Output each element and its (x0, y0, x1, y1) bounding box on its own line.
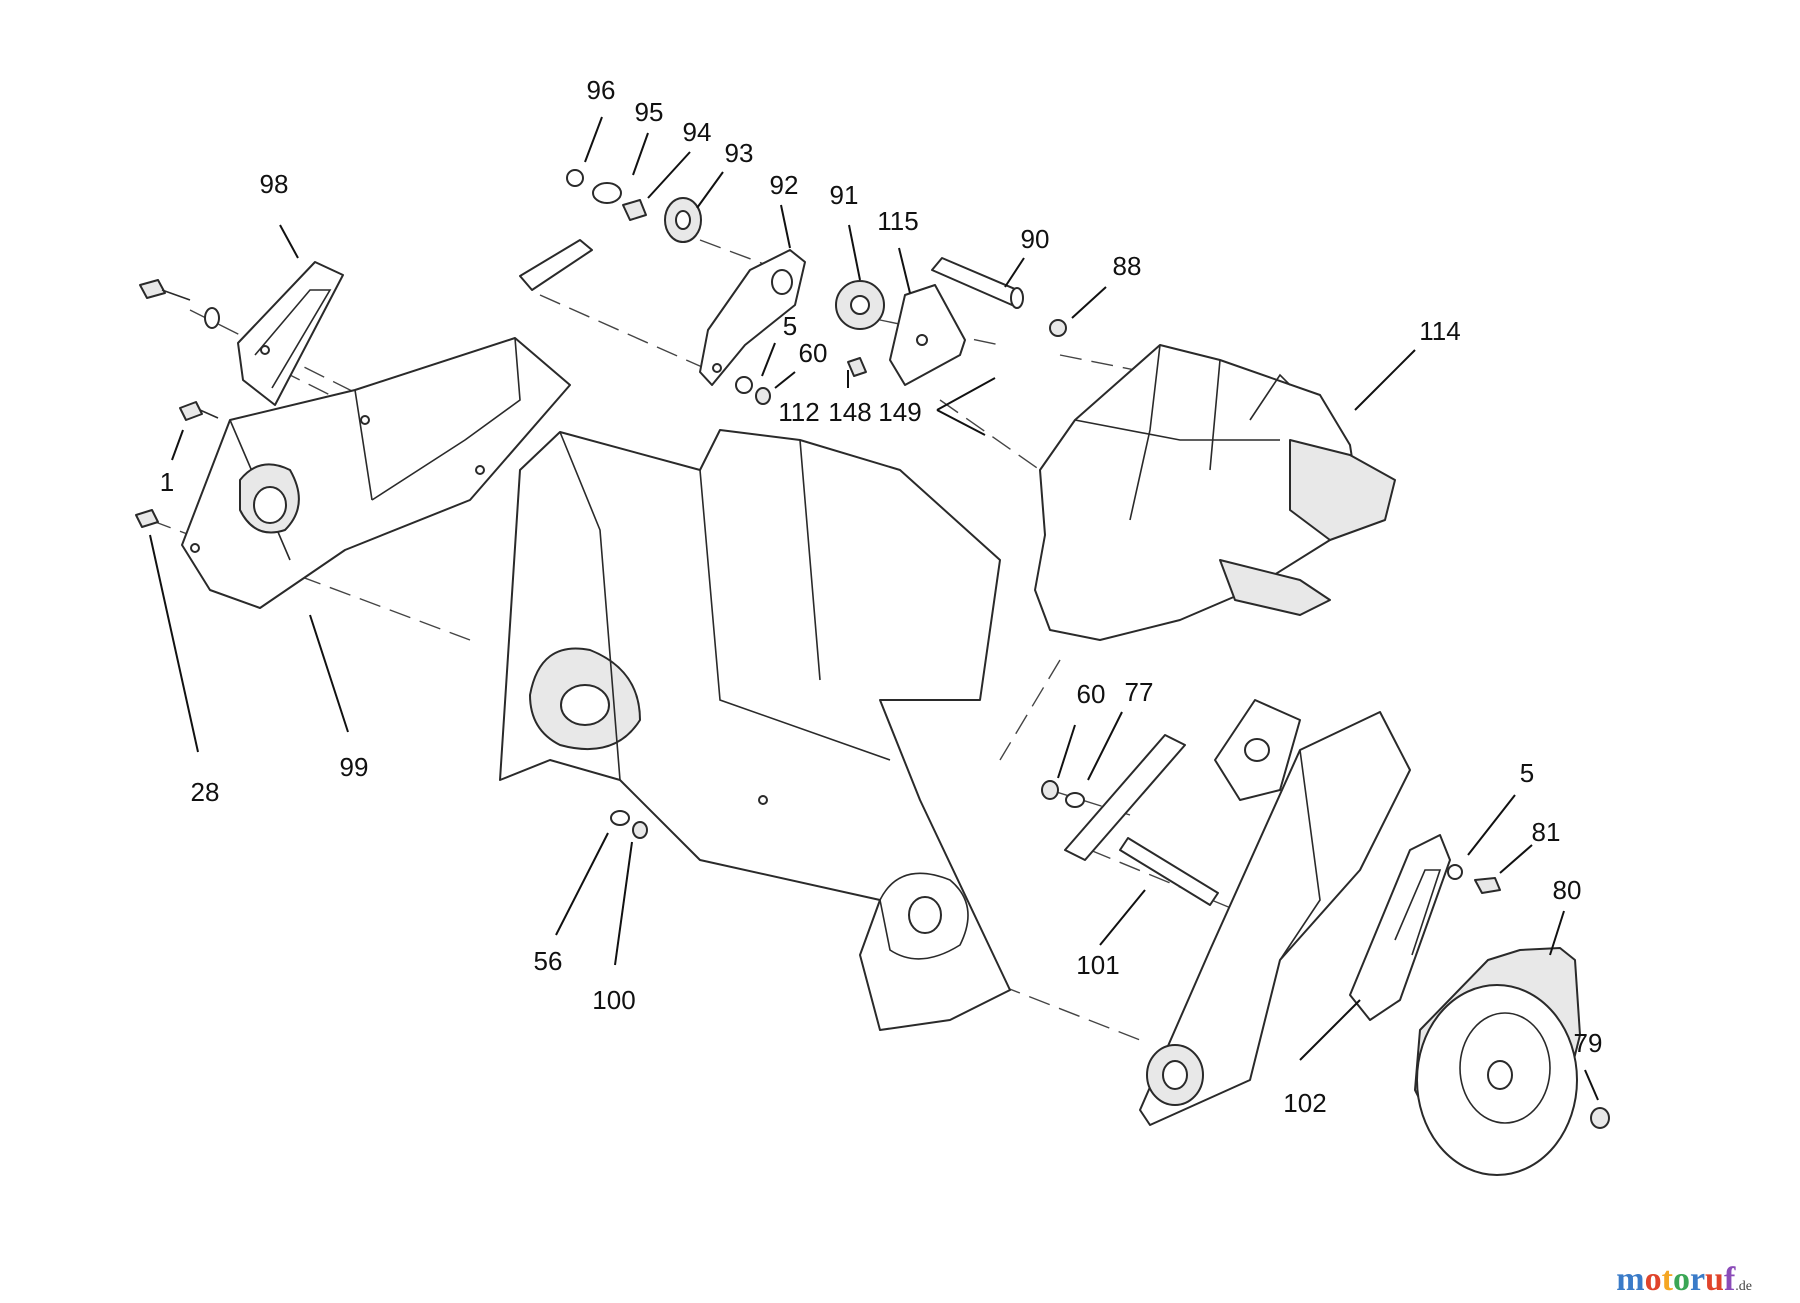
callout-56: 56 (534, 946, 563, 976)
callout-99: 99 (340, 752, 369, 782)
part-115-plate (847, 284, 966, 386)
callout-98: 98 (260, 169, 289, 199)
hardware-5-81 (1447, 864, 1501, 894)
part-79-cap (1590, 1107, 1610, 1129)
callout-5b: 5 (1520, 758, 1534, 788)
callout-80: 80 (1553, 875, 1582, 905)
callout-92: 92 (770, 170, 799, 200)
callout-115: 115 (877, 206, 918, 236)
part-102-side-plate (1139, 711, 1411, 1126)
watermark-letter-o2: o (1672, 1261, 1690, 1298)
part-114-engine (1034, 344, 1396, 641)
callout-88: 88 (1113, 251, 1142, 281)
callout-91: 91 (830, 180, 859, 210)
motor-mount (1214, 699, 1301, 801)
callout-90: 90 (1021, 224, 1050, 254)
callout-94: 94 (683, 117, 712, 147)
leader-lines (149, 116, 1599, 1101)
callout-60: 60 (799, 338, 828, 368)
bolt-hardware-1-28 (135, 401, 219, 528)
motoruf-watermark-logo: motoruf.de (1616, 1261, 1752, 1299)
hardware-56-100 (610, 810, 648, 839)
part-88-nut (1049, 319, 1067, 337)
callout-148: 148 (828, 397, 871, 427)
callout-101: 101 (1076, 950, 1119, 980)
part-91-gear (835, 280, 885, 330)
part-98-bracket (237, 261, 344, 406)
callout-102: 102 (1283, 1088, 1326, 1118)
part-90-shaft (931, 257, 1024, 309)
callout-112: 112 (778, 397, 819, 427)
part-92-arm (699, 249, 806, 386)
part-101-rod (1119, 837, 1219, 906)
callout-93: 93 (725, 138, 754, 168)
callout-28: 28 (191, 777, 220, 807)
watermark-letter-m: m (1616, 1261, 1645, 1298)
auger-housing (499, 429, 1011, 1031)
callout-5: 5 (783, 311, 797, 341)
callout-149: 149 (878, 397, 921, 427)
callout-77: 77 (1125, 677, 1154, 707)
watermark-letter-r: r (1689, 1261, 1706, 1298)
bolt-hardware-92 (519, 169, 771, 405)
callout-79: 79 (1574, 1028, 1603, 1058)
callout-100: 100 (592, 985, 635, 1015)
watermark-letter-u: u (1705, 1261, 1724, 1298)
callout-81: 81 (1532, 817, 1561, 847)
part-102-mount-plate (1349, 834, 1451, 1021)
watermark-suffix: .de (1735, 1279, 1752, 1294)
callout-60b: 60 (1077, 679, 1106, 709)
callout-114: 114 (1419, 316, 1460, 346)
callout-96: 96 (587, 75, 616, 105)
callout-labels: 96 95 94 93 92 91 115 90 88 114 98 5 60 … (160, 75, 1603, 1118)
part-99-side-panel (181, 337, 571, 609)
watermark-letter-t: t (1661, 1261, 1673, 1298)
callout-1: 1 (160, 467, 174, 497)
part-80-wheel (1414, 947, 1581, 1176)
watermark-letter-o: o (1644, 1261, 1662, 1298)
hardware-60-77 (1041, 734, 1186, 861)
watermark-letter-f: f (1723, 1261, 1736, 1298)
callout-95: 95 (635, 97, 664, 127)
bolt-hardware-98 (139, 279, 220, 329)
